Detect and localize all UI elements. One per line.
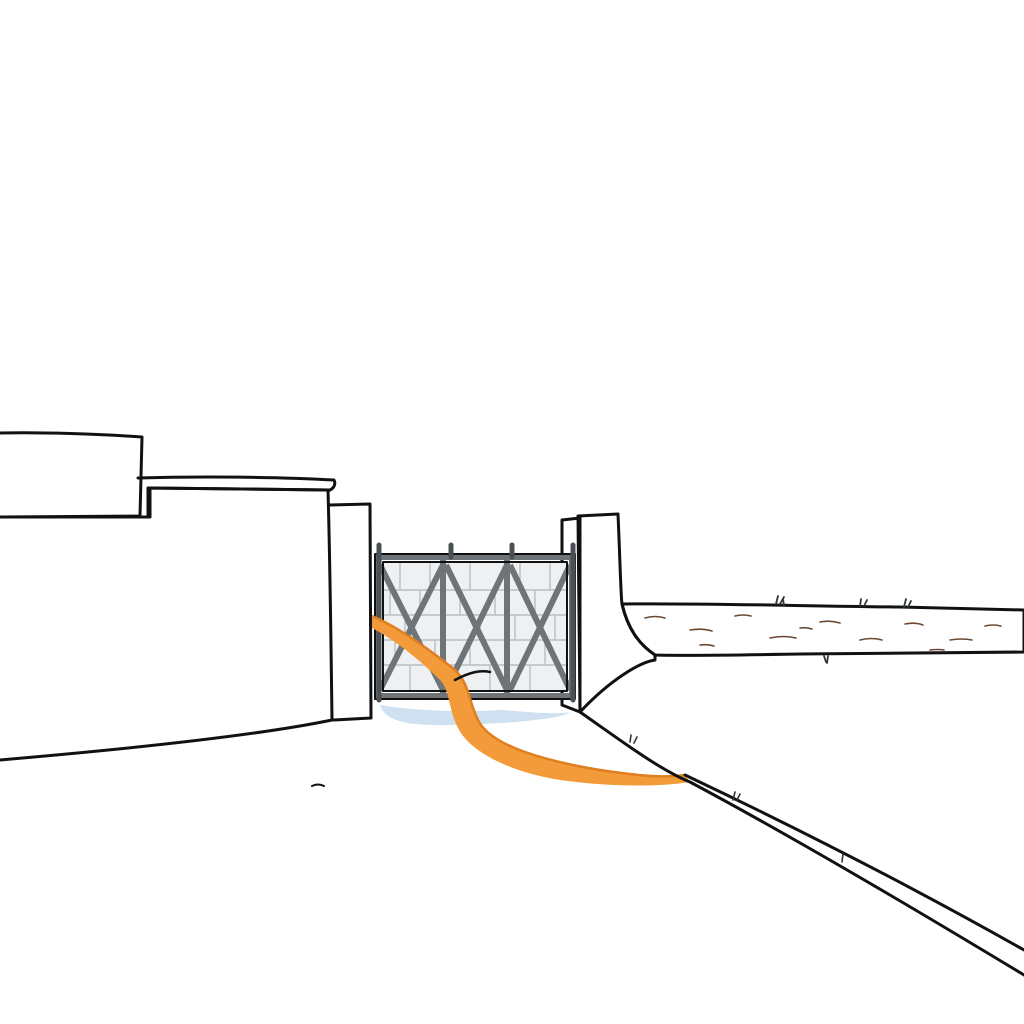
soil-bed <box>620 595 1024 664</box>
ground-mark <box>311 783 325 787</box>
hose <box>371 614 690 786</box>
ground-edge <box>578 710 1024 977</box>
grass-tufts <box>775 595 912 664</box>
gate-frame <box>375 554 575 699</box>
soil-texture <box>644 614 1002 651</box>
gate <box>374 542 576 703</box>
left-building <box>0 431 373 762</box>
